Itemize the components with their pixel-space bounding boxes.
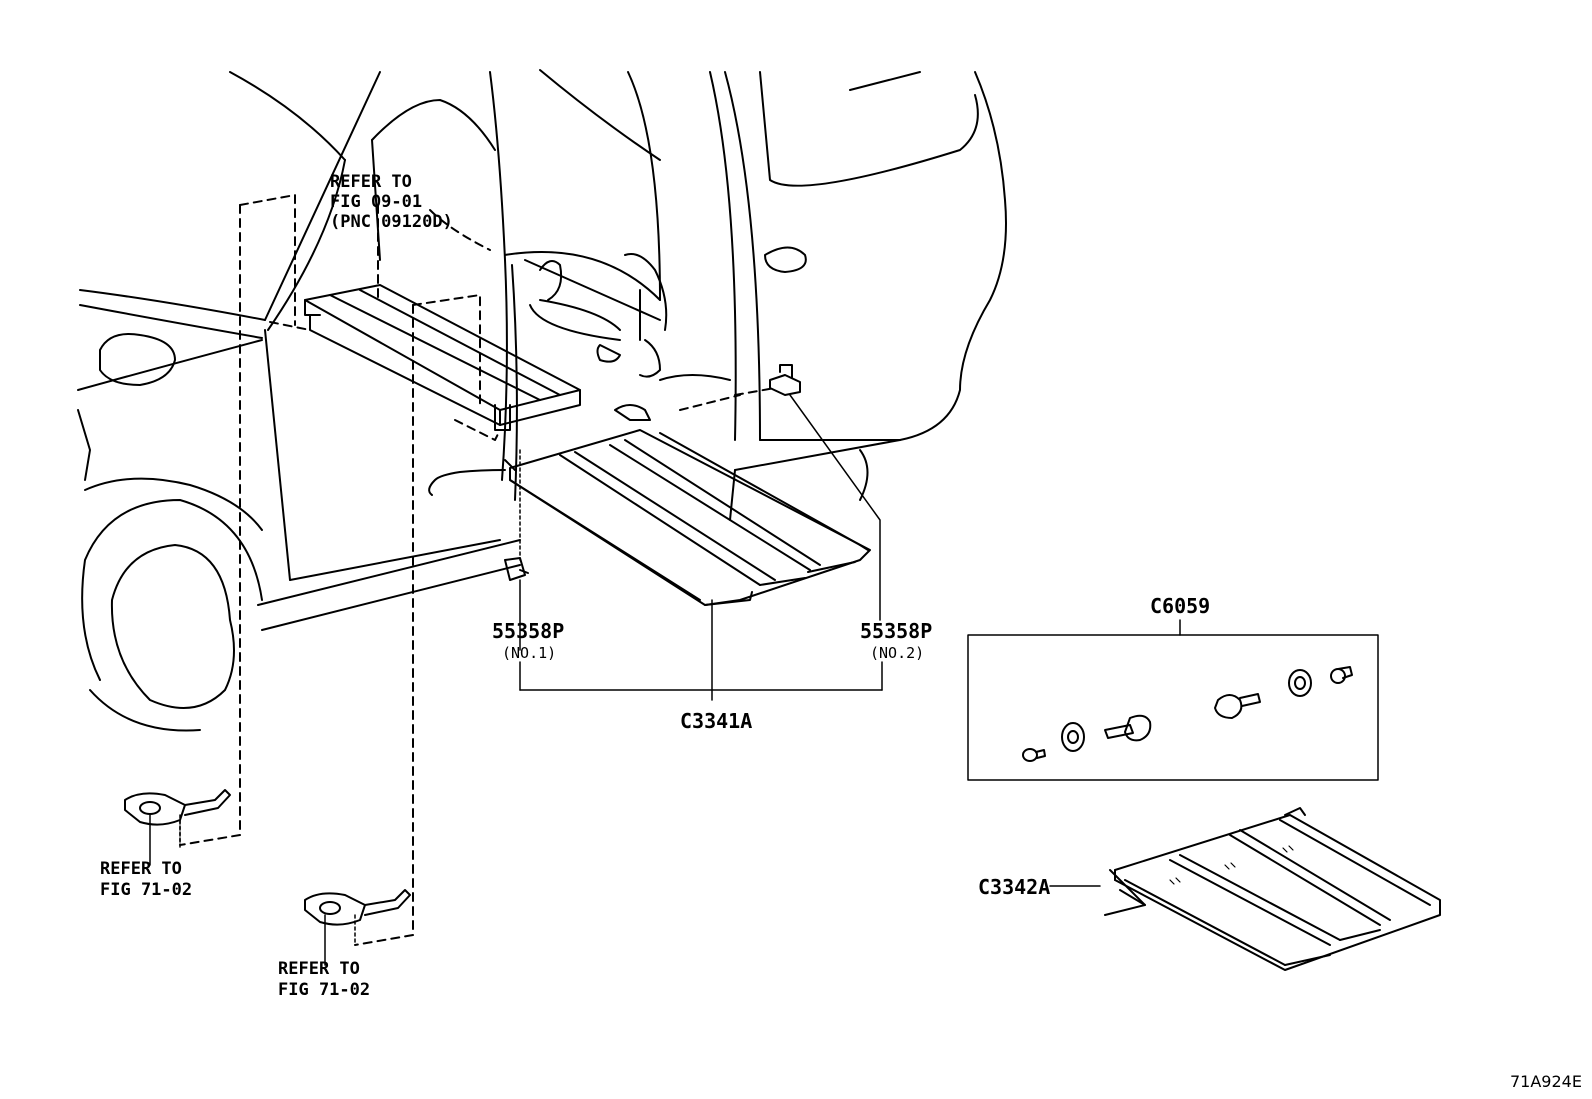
callout-fig-71-02-a-line2: FIG 71-02	[100, 880, 193, 900]
part-55358p-no1-number: 55358P	[492, 619, 565, 643]
handle-assembly-a-drawing	[124, 789, 231, 849]
callout-fig-71-02-a-line1: REFER TO	[100, 859, 182, 879]
vehicle-body-outline	[77, 69, 1007, 732]
callout-fig-71-02-b-line1: REFER TO	[278, 959, 360, 979]
part-c3342a-number: C3342A	[978, 875, 1051, 899]
handle-assembly-b-drawing	[304, 889, 411, 926]
c6059-hardware-drawings	[1022, 666, 1353, 762]
callout-fig-09-01-line3: (PNC 09120D)	[330, 212, 453, 232]
side-rail-assembly	[304, 284, 581, 431]
callout-fig-09-01-line2: FIG 09-01	[330, 192, 423, 212]
harness-cable	[428, 469, 506, 496]
clip-55358p-no1-drawing	[504, 557, 529, 581]
c3342a-ramp-markings	[1169, 845, 1294, 885]
illustration-code: 71A924E	[1510, 1072, 1582, 1091]
reference-dotted-lines	[179, 449, 521, 946]
part-c3341a-number: C3341A	[680, 709, 753, 733]
part-c6059-number: C6059	[1150, 594, 1211, 618]
part-55358p-no2-number: 55358P	[860, 619, 933, 643]
reference-dashed-lines	[179, 194, 776, 946]
clip-55358p-no2-drawing	[769, 364, 801, 396]
part-55358p-no1-note: (NO.1)	[502, 644, 557, 662]
c3342a-ramp-drawing	[1104, 807, 1441, 971]
callout-fig-71-02-b-line2: FIG 71-02	[278, 980, 371, 1000]
callout-fig-09-01-line1: REFER TO	[330, 172, 412, 192]
c6059-kit-frame	[967, 634, 1379, 781]
c3341a-step-plate-outline	[504, 404, 871, 606]
part-55358p-no2-note: (NO.2)	[870, 644, 925, 662]
